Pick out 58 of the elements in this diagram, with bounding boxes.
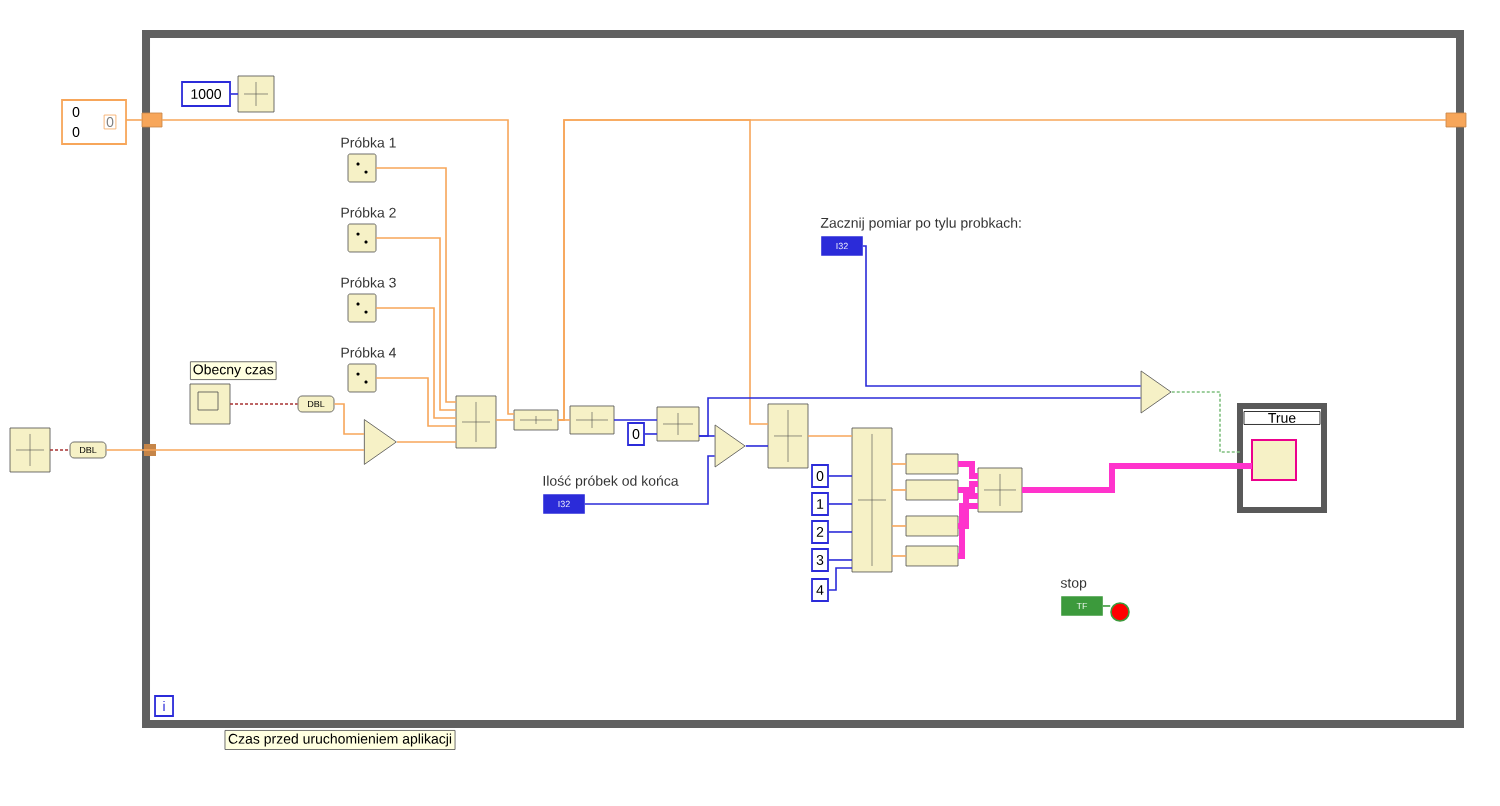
loop-frame [142,30,1464,728]
wire [1022,463,1252,493]
bundle-node [905,453,959,475]
wire [613,419,658,421]
wire [375,377,457,427]
wire [584,455,716,505]
wire [828,475,853,477]
operator-triangle [1140,370,1172,414]
wire [375,237,457,411]
build-array-node [455,395,497,449]
wire [333,403,365,435]
graph-terminal [1251,439,1297,481]
index-array-node [851,427,893,573]
wire [396,441,457,443]
operator-triangle [714,424,746,468]
clock-icon [9,427,51,473]
bundle-node [905,479,959,501]
wire [495,419,515,421]
wire [230,93,239,95]
wait-icon [237,75,275,113]
shift-register [141,112,163,128]
wire [862,245,1142,387]
wire [375,307,457,419]
operator-triangle [363,419,397,465]
function-node [656,406,700,442]
wire [161,119,515,415]
wire [1170,391,1241,453]
build-array-node [977,467,1023,513]
wire [49,449,71,451]
wire [828,503,853,505]
wire [828,567,853,591]
stop-terminal [1110,602,1130,622]
wire [744,445,769,447]
wire [958,493,978,529]
wire [891,489,907,491]
wire [891,463,907,465]
wire [105,449,365,451]
wire [644,433,658,435]
shift-register [1445,112,1467,128]
function-node [569,405,615,435]
wire [958,481,978,493]
bundle-node [905,545,959,567]
wire [698,397,1142,437]
function-node [513,409,559,431]
wire [828,559,853,561]
wire [958,461,978,479]
wire [229,403,299,405]
function-node [767,403,809,469]
wire [125,119,143,121]
wire [828,531,853,533]
wire [891,555,907,557]
bundle-node [905,515,959,537]
wire [807,435,853,437]
wire [1102,605,1111,607]
wire [557,119,769,425]
wire [958,503,978,559]
wire [891,525,907,527]
wire [375,167,457,403]
